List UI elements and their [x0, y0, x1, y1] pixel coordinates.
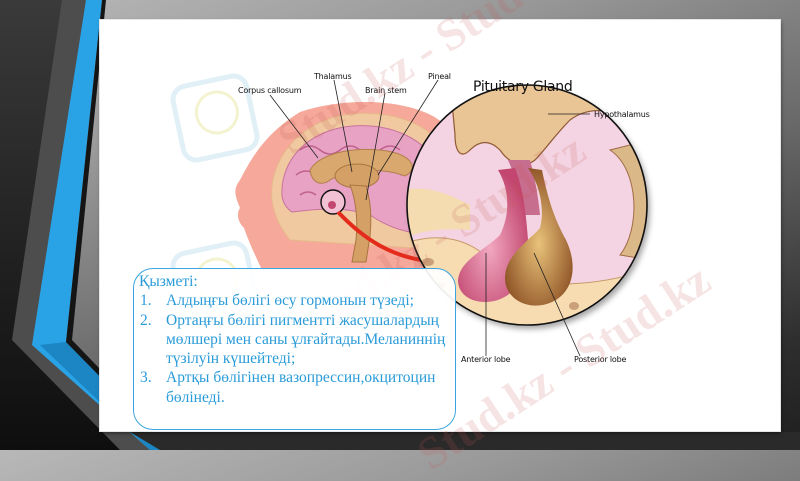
label-thalamus: Thalamus — [314, 72, 352, 81]
textbox-heading: Қызметі: — [139, 273, 198, 290]
label-brain-stem: Brain stem — [365, 86, 407, 95]
list-item: 1. Алдыңғы бөлігі өсу гормонын түзеді; — [138, 291, 455, 310]
pituitary-diagram — [235, 79, 648, 357]
functions-list: 1. Алдыңғы бөлігі өсу гормонын түзеді; 2… — [138, 291, 455, 407]
head-illustration — [235, 102, 455, 270]
list-item-number: 2. — [140, 311, 152, 329]
list-item: 2. Ортаңғы бөлігі пигментті жасушалардың… — [138, 311, 455, 369]
label-posterior-lobe: Posterior lobe — [574, 355, 627, 364]
list-item-text: Алдыңғы бөлігі өсу гормонын түзеді; — [166, 292, 414, 310]
list-item-number: 1. — [140, 292, 152, 310]
functions-textbox: Қызметі: 1. Алдыңғы бөлігі өсу гормонын … — [133, 268, 456, 430]
slide: Corpus callosum Thalamus Brain stem Pine… — [0, 0, 800, 450]
label-pineal: Pineal — [428, 72, 451, 81]
list-item-text: Ортаңғы бөлігі пигментті жасушалардың мө… — [166, 311, 446, 368]
label-anterior-lobe: Anterior lobe — [461, 355, 511, 364]
list-item: 3. Артқы бөлігінен вазопрессин,окцитоцин… — [138, 368, 455, 407]
list-item-number: 3. — [140, 369, 152, 387]
label-hypothalamus: Hypothalamus — [594, 110, 650, 119]
label-corpus-callosum: Corpus callosum — [238, 86, 302, 95]
diagram-title: Pituitary Gland — [473, 79, 573, 95]
list-item-text: Артқы бөлігінен вазопрессин,окцитоцин бө… — [166, 369, 436, 406]
